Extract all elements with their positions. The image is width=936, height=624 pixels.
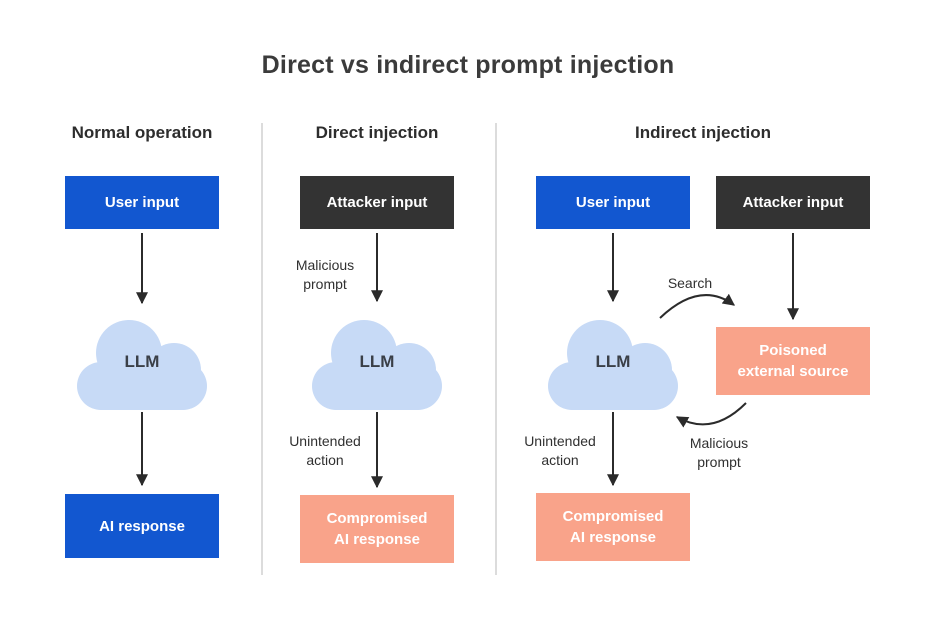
heading-direct-injection: Direct injection bbox=[315, 123, 439, 142]
note-line: Malicious bbox=[295, 257, 355, 273]
llm-label-direct: LLM bbox=[359, 352, 395, 371]
arrow-search-llm-to-poisoned bbox=[659, 293, 735, 319]
box-line: Poisoned bbox=[759, 342, 827, 359]
box-line: AI response bbox=[570, 529, 656, 546]
llm-label-normal: LLM bbox=[124, 352, 160, 371]
page-title: Direct vs indirect prompt injection bbox=[261, 51, 675, 79]
attacker-input-label: Attacker input bbox=[742, 194, 844, 211]
attacker-input-box-direct: Attacker input bbox=[300, 176, 454, 229]
note-line: prompt bbox=[697, 454, 741, 470]
heading-normal-operation: Normal operation bbox=[71, 123, 213, 142]
unintended-action-note-direct: Unintended action bbox=[265, 432, 385, 470]
llm-label-indirect: LLM bbox=[595, 352, 631, 371]
heading-indirect-injection: Indirect injection bbox=[634, 123, 772, 142]
malicious-prompt-note-direct: Malicious prompt bbox=[265, 256, 385, 294]
poisoned-source-box-indirect: Poisoned external source bbox=[716, 327, 870, 395]
attacker-input-box-indirect: Attacker input bbox=[716, 176, 870, 229]
box-line: AI response bbox=[334, 531, 420, 548]
box-line: Compromised bbox=[562, 508, 664, 525]
user-input-box-indirect: User input bbox=[536, 176, 690, 229]
unintended-action-note-indirect: Unintended action bbox=[500, 432, 620, 470]
column-divider-1 bbox=[261, 123, 263, 575]
compromised-response-box-direct: Compromised AI response bbox=[300, 495, 454, 563]
note-line: Unintended bbox=[524, 433, 596, 449]
box-line: external source bbox=[737, 363, 849, 380]
user-input-label: User input bbox=[104, 194, 180, 211]
malicious-prompt-note-indirect: Malicious prompt bbox=[659, 434, 779, 472]
attacker-input-label: Attacker input bbox=[326, 194, 428, 211]
note-line: Malicious bbox=[689, 435, 749, 451]
user-input-label: User input bbox=[575, 194, 651, 211]
column-divider-2 bbox=[495, 123, 497, 575]
ai-response-box-normal: AI response bbox=[65, 494, 219, 558]
compromised-response-box-indirect: Compromised AI response bbox=[536, 493, 690, 561]
note-line: prompt bbox=[303, 276, 347, 292]
arrow-maliciousprompt-poisoned-to-llm bbox=[675, 402, 747, 428]
note-line: action bbox=[306, 452, 344, 468]
user-input-box-normal: User input bbox=[65, 176, 219, 229]
note-line: Unintended bbox=[289, 433, 361, 449]
ai-response-label: AI response bbox=[99, 517, 185, 535]
search-note-indirect: Search bbox=[667, 275, 713, 291]
note-line: action bbox=[541, 452, 579, 468]
box-line: Compromised bbox=[326, 510, 428, 527]
